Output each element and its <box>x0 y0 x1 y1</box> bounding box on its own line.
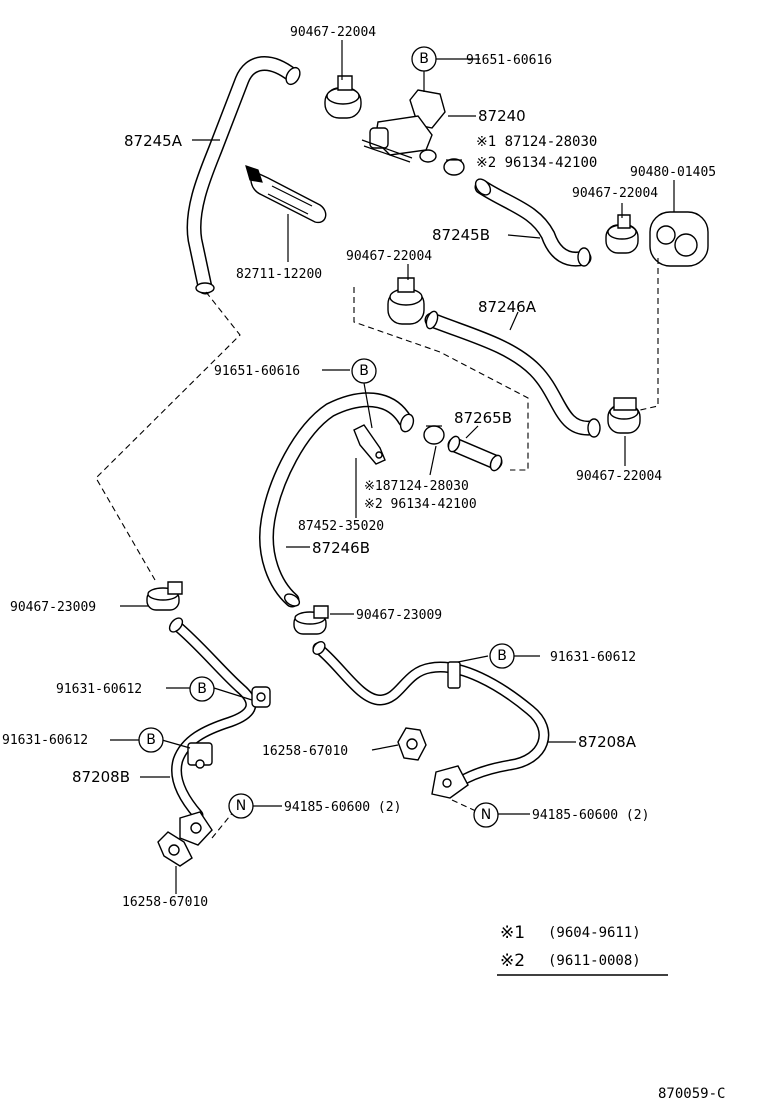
legend-note2-range: (9611-0008) <box>548 953 641 969</box>
label-94185-60600-left: 94185-60600 (2) <box>284 800 401 815</box>
label-87208B: 87208B <box>72 768 130 786</box>
marker-b-mid: B <box>351 358 377 384</box>
legend-note1-mark: ※1 <box>500 923 525 943</box>
marker-b-right: B <box>489 643 515 669</box>
label-87452-35020: 87452-35020 <box>298 519 384 534</box>
part-labels: 90467-22004 91651-60616 87240 ※1 87124-2… <box>2 25 716 910</box>
hose-87265B <box>447 435 503 472</box>
svg-text:B: B <box>419 51 429 67</box>
clamp-90467-23009-center <box>293 605 329 635</box>
svg-text:B: B <box>359 363 369 379</box>
label-90467-22004-lower: 90467-22004 <box>576 469 662 484</box>
label-87245B: 87245B <box>432 226 490 244</box>
label-90467-23009-left: 90467-23009 <box>10 600 96 615</box>
label-note1-87124-28030: ※1 87124-28030 <box>476 134 597 150</box>
clamp-90467-22004-top <box>324 75 362 119</box>
label-91631-60612-left-lower: 91631-60612 <box>2 733 88 748</box>
label-note2-96134-42100-mid: ※2 96134-42100 <box>364 497 477 512</box>
legend-note1-range: (9604-9611) <box>548 925 641 941</box>
diagram-reference: 870059-C <box>658 1086 725 1102</box>
svg-text:B: B <box>146 732 156 748</box>
label-note2-96134-42100: ※2 96134-42100 <box>476 155 597 171</box>
label-87246A: 87246A <box>478 298 537 316</box>
grommet-90480-01405 <box>649 211 709 267</box>
legend: ※1 (9604-9611) ※2 (9611-0008) <box>497 923 668 976</box>
gasket-16258-67010-b <box>157 831 193 867</box>
label-94185-60600-right: 94185-60600 (2) <box>532 808 649 823</box>
svg-text:B: B <box>197 681 207 697</box>
label-91651-60616-mid: 91651-60616 <box>214 364 300 379</box>
label-16258-67010-center: 16258-67010 <box>262 744 348 759</box>
pipe-87208B <box>168 617 271 846</box>
label-87245A: 87245A <box>124 132 183 150</box>
marker-n-right: N <box>473 802 499 828</box>
hose-87246B <box>259 392 415 608</box>
label-16258-67010-bottom: 16258-67010 <box>122 895 208 910</box>
clamp-96134-42100-mid <box>423 425 445 445</box>
label-90467-22004-right: 90467-22004 <box>572 186 658 201</box>
gasket-16258-67010-a <box>397 727 427 761</box>
leader-lines <box>110 40 675 894</box>
clamp-90467-22004-mid <box>387 277 425 325</box>
label-87208A: 87208A <box>578 733 637 751</box>
label-87246B: 87246B <box>312 539 370 557</box>
svg-text:B: B <box>497 648 507 664</box>
marker-b-left-upper: B <box>189 676 215 702</box>
marker-b-top: B <box>411 46 437 72</box>
label-91651-60616-top: 91651-60616 <box>466 53 552 68</box>
bracket-87452-35020 <box>353 424 386 465</box>
label-note1-187124-28030: ※187124-28030 <box>364 479 469 494</box>
clamp-96134-42100-top <box>443 158 465 176</box>
clamp-90467-22004-lower <box>607 397 641 434</box>
label-90480-01405: 90480-01405 <box>630 165 716 180</box>
label-87265B: 87265B <box>454 409 512 427</box>
clamp-82711-12200 <box>245 165 327 224</box>
marker-n-left: N <box>228 793 254 819</box>
label-90467-23009-center: 90467-23009 <box>356 608 442 623</box>
label-90467-22004-top: 90467-22004 <box>290 25 376 40</box>
label-91631-60612-left-upper: 91631-60612 <box>56 682 142 697</box>
label-87240: 87240 <box>478 107 526 125</box>
clamp-90467-23009-left <box>146 581 183 611</box>
valve-87240 <box>361 89 446 163</box>
marker-b-left-lower: B <box>138 727 164 753</box>
legend-note2-mark: ※2 <box>500 951 525 971</box>
svg-text:N: N <box>236 798 246 814</box>
label-91631-60612-right: 91631-60612 <box>550 650 636 665</box>
label-82711-12200: 82711-12200 <box>236 267 322 282</box>
hose-87245A <box>186 56 301 295</box>
hose-87245B <box>474 178 592 267</box>
label-90467-22004-mid: 90467-22004 <box>346 249 432 264</box>
clamp-90467-22004-right <box>605 214 639 254</box>
pipe-87208A <box>312 641 550 799</box>
svg-text:N: N <box>481 807 491 823</box>
hose-87246A <box>424 310 601 438</box>
